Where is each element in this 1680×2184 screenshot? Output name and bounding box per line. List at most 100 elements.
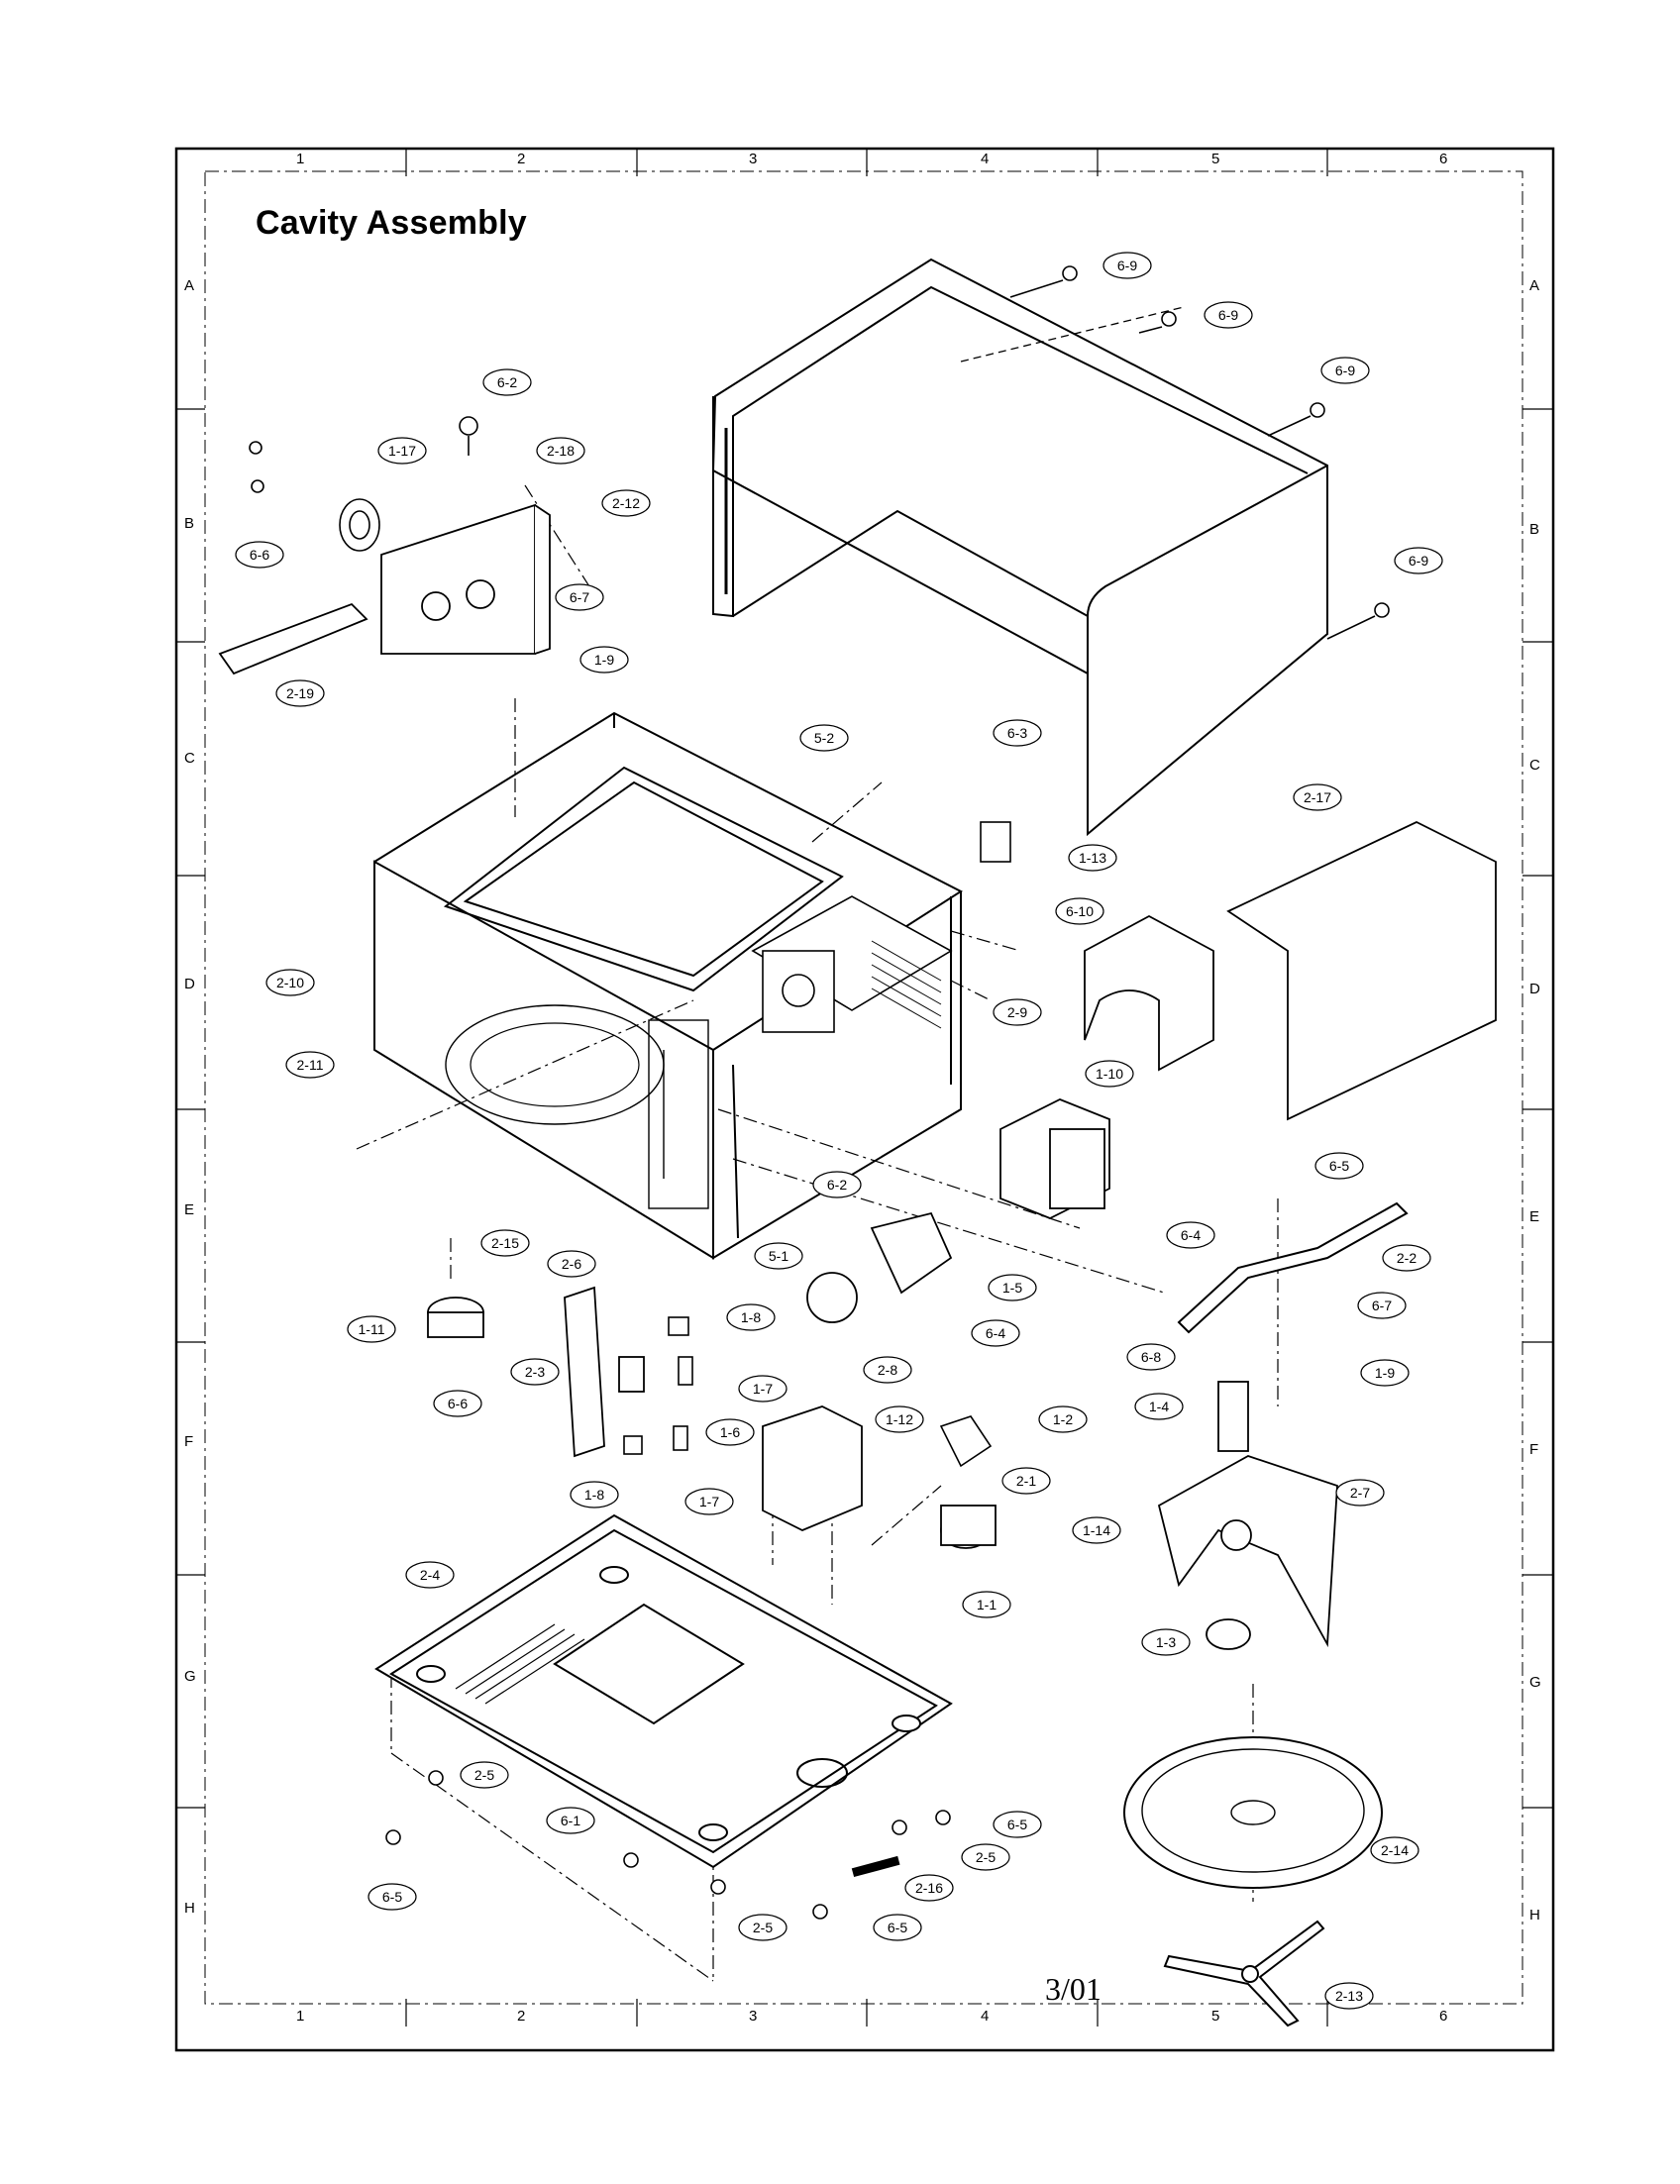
callout-ellipse	[1055, 897, 1104, 925]
grid-col-label: 2	[517, 151, 526, 167]
callout-label: 1-9	[1375, 1365, 1395, 1381]
inner-frame	[204, 170, 1523, 2005]
grid-row-label: C	[1529, 757, 1540, 774]
grid-row-label: B	[1529, 521, 1540, 538]
callout-ellipse	[738, 1375, 788, 1403]
callout-6-5: 6-5	[873, 1914, 922, 1941]
callout-5-1: 5-1	[754, 1242, 803, 1270]
callout-label: 2-10	[276, 975, 304, 990]
callout-ellipse	[1293, 783, 1342, 811]
callout-label: 1-2	[1053, 1411, 1073, 1427]
callout-label: 1-13	[1079, 850, 1106, 866]
callout-label: 6-7	[570, 589, 589, 605]
callout-label: 2-7	[1350, 1485, 1370, 1501]
base-plate-2-4	[374, 1513, 953, 1869]
grid-row-label: D	[1529, 981, 1540, 997]
callout-ellipse	[368, 1883, 417, 1911]
callout-2-7: 2-7	[1335, 1479, 1385, 1507]
callout-label: 6-9	[1218, 307, 1238, 323]
callout-ellipse	[962, 1591, 1011, 1618]
callout-label: 6-5	[1329, 1158, 1349, 1174]
callout-ellipse	[433, 1390, 482, 1417]
callout-ellipse	[1038, 1405, 1088, 1433]
transformer-1-12	[762, 1405, 863, 1531]
callout-ellipse	[1141, 1628, 1191, 1656]
control-panel-bracket-2-18	[380, 503, 551, 655]
callout-1-5: 1-5	[988, 1274, 1037, 1301]
grid-row-label: A	[184, 277, 195, 294]
lamp-bracket-2-7	[1157, 1381, 1338, 1650]
callout-1-10: 1-10	[1085, 1060, 1134, 1088]
roller-guide-2-13	[1163, 1920, 1325, 2028]
callout-label: 6-2	[497, 374, 517, 390]
diode-2-1	[939, 1415, 993, 1468]
callout-label: 2-19	[286, 685, 314, 701]
callout-ellipse	[1320, 357, 1370, 384]
outer-frame	[174, 147, 1555, 2052]
callout-1-3: 1-3	[1141, 1628, 1191, 1656]
callout-2-11: 2-11	[285, 1051, 335, 1079]
fuse-holder-1-17	[249, 416, 478, 552]
latch-2-3	[564, 1286, 645, 1458]
callout-ellipse	[904, 1874, 954, 1902]
callout-ellipse	[988, 1274, 1037, 1301]
callout-ellipse	[1102, 252, 1152, 279]
callout-label: 2-15	[491, 1235, 519, 1251]
motor-1-5	[806, 1211, 953, 1323]
callout-ellipse	[285, 1051, 335, 1079]
callout-ellipse	[799, 724, 849, 752]
callout-label: 5-1	[769, 1248, 788, 1264]
callout-1-1: 1-1	[962, 1591, 1011, 1618]
grid-row-label: F	[184, 1433, 194, 1450]
callout-2-3: 2-3	[510, 1358, 560, 1386]
grid-row-label: G	[1529, 1674, 1541, 1691]
callout-2-17: 2-17	[1293, 783, 1342, 811]
turntable-motor-1-11	[427, 1297, 484, 1338]
callout-2-5: 2-5	[961, 1843, 1010, 1871]
callout-ellipse	[1204, 301, 1253, 329]
grid-col-label: 5	[1211, 151, 1220, 167]
cabinet-screws	[1009, 265, 1390, 640]
callout-ellipse	[601, 489, 651, 517]
callout-label: 1-11	[359, 1321, 385, 1337]
callout-1-8: 1-8	[726, 1303, 776, 1331]
callout-ellipse	[570, 1481, 619, 1508]
callout-label: 1-8	[741, 1309, 761, 1325]
callout-ellipse	[1166, 1221, 1215, 1249]
callout-6-1: 6-1	[546, 1807, 595, 1834]
grid-col-label: 6	[1439, 2008, 1448, 2025]
callout-1-17: 1-17	[377, 437, 427, 465]
callout-ellipse	[738, 1914, 788, 1941]
callout-label: 2-1	[1016, 1473, 1036, 1489]
callout-2-13: 2-13	[1324, 1982, 1374, 2010]
cover-2-16	[851, 1855, 900, 1878]
callout-label: 2-11	[297, 1057, 324, 1073]
callout-1-13: 1-13	[1068, 844, 1117, 872]
callout-label: 6-9	[1335, 363, 1355, 378]
callout-label: 1-4	[1149, 1399, 1169, 1414]
callout-label: 1-14	[1083, 1522, 1110, 1538]
callout-ellipse	[547, 1250, 596, 1278]
callout-6-10: 6-10	[1055, 897, 1104, 925]
coupler-bar-2-19	[218, 602, 368, 676]
callout-label: 6-4	[986, 1325, 1005, 1341]
callout-2-6: 2-6	[547, 1250, 596, 1278]
callout-2-12: 2-12	[601, 489, 651, 517]
grid-col-label: 1	[296, 2008, 305, 2025]
callout-label: 6-5	[1007, 1817, 1027, 1832]
callout-label: 2-5	[976, 1849, 996, 1865]
callout-label: 6-2	[827, 1177, 847, 1193]
column-ticks	[405, 149, 1328, 2027]
callout-ellipse	[377, 437, 427, 465]
callout-1-7: 1-7	[738, 1375, 788, 1403]
callout-1-9: 1-9	[579, 646, 629, 674]
callout-label: 2-8	[878, 1362, 897, 1378]
callout-1-12: 1-12	[875, 1405, 924, 1433]
callout-ellipse	[1126, 1343, 1176, 1371]
callout-label: 5-2	[814, 730, 834, 746]
callout-1-2: 1-2	[1038, 1405, 1088, 1433]
diagram-title: Cavity Assembly	[256, 204, 527, 242]
callout-ellipse	[235, 541, 284, 569]
